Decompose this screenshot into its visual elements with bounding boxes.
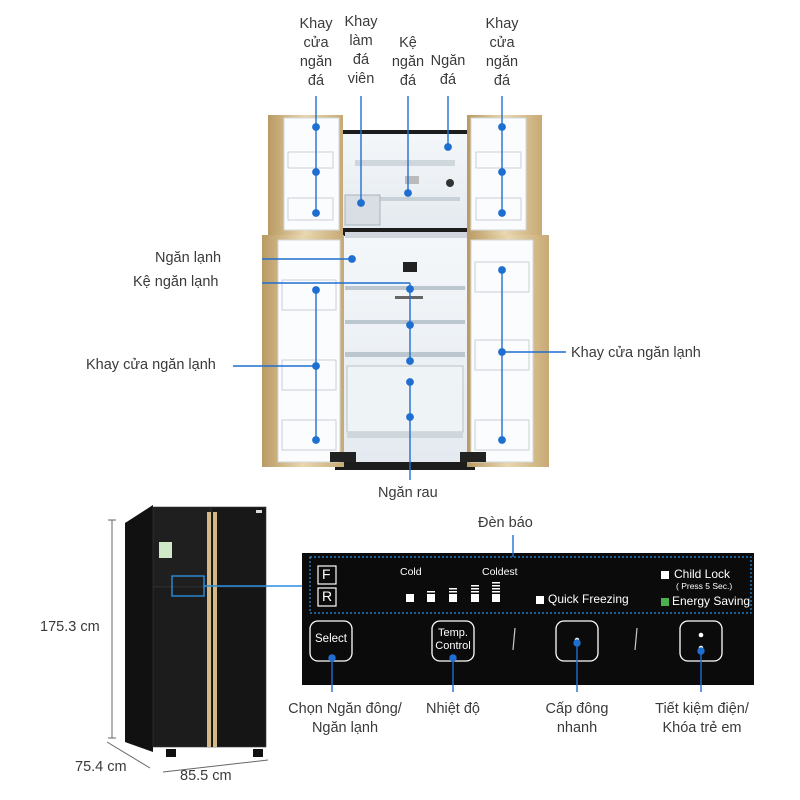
energy-saving-button[interactable] (680, 621, 722, 661)
closed-fridge-illustration (125, 505, 267, 757)
control-panel (302, 553, 754, 685)
label-top-door-tray-right: Khay cửa ngăn đá (485, 16, 519, 89)
label-freezer: Ngăn đá (430, 53, 466, 88)
control-leader-lines (328, 535, 705, 692)
dimension-lines (106, 519, 269, 773)
cold-label: Cold (400, 566, 422, 578)
dimension-depth: 75.4 cm (75, 759, 127, 775)
temp-line-2: Control (435, 640, 471, 652)
caption-select: Chọn Ngăn đông/ Ngăn lạnh (288, 701, 402, 736)
quick-freezing-label: Quick Freezing (548, 592, 629, 606)
temp-control-button[interactable]: Temp. Control (432, 627, 474, 653)
indicator-title: Đèn báo (478, 515, 533, 531)
dimension-width: 85.5 cm (180, 768, 232, 784)
temperature-level-icons (406, 582, 500, 602)
r-indicator: R (322, 588, 333, 604)
caption-temp: Nhiệt độ (425, 701, 480, 717)
panel-indicator-box (309, 556, 752, 614)
caption-energy: Tiết kiệm điện/ Khóa trẻ em (655, 701, 749, 736)
child-lock-label: Child Lock (674, 567, 731, 581)
label-fridge-shelf: Kệ ngăn lạnh (133, 274, 219, 290)
label-fridge-door-tray-left: Khay cửa ngăn lạnh (86, 357, 216, 373)
open-fridge-illustration (262, 115, 549, 470)
label-ice-maker-tray: Khay làm đá viên (344, 14, 378, 87)
label-freezer-shelf: Kệ ngăn đá (391, 35, 425, 89)
temp-line-1: Temp. (438, 627, 468, 639)
press-note-label: ( Press 5 Sec.) (676, 581, 733, 591)
select-button[interactable]: Select (315, 633, 347, 645)
caption-quick: Cấp đông nhanh (545, 701, 609, 736)
label-top-door-tray-left: Khay cửa ngăn đá (299, 16, 333, 89)
label-fridge-door-tray-right: Khay cửa ngăn lạnh (571, 345, 701, 361)
label-vegetable-drawer: Ngăn rau (378, 485, 438, 501)
quick-freezing-button[interactable] (556, 621, 598, 661)
fridge-leader-lines (233, 96, 566, 480)
energy-saving-label: Energy Saving (672, 594, 751, 608)
dimension-height: 175.3 cm (40, 619, 100, 635)
coldest-label: Coldest (482, 566, 518, 578)
f-indicator: F (322, 566, 331, 582)
label-fridge-compartment: Ngăn lạnh (155, 250, 222, 266)
